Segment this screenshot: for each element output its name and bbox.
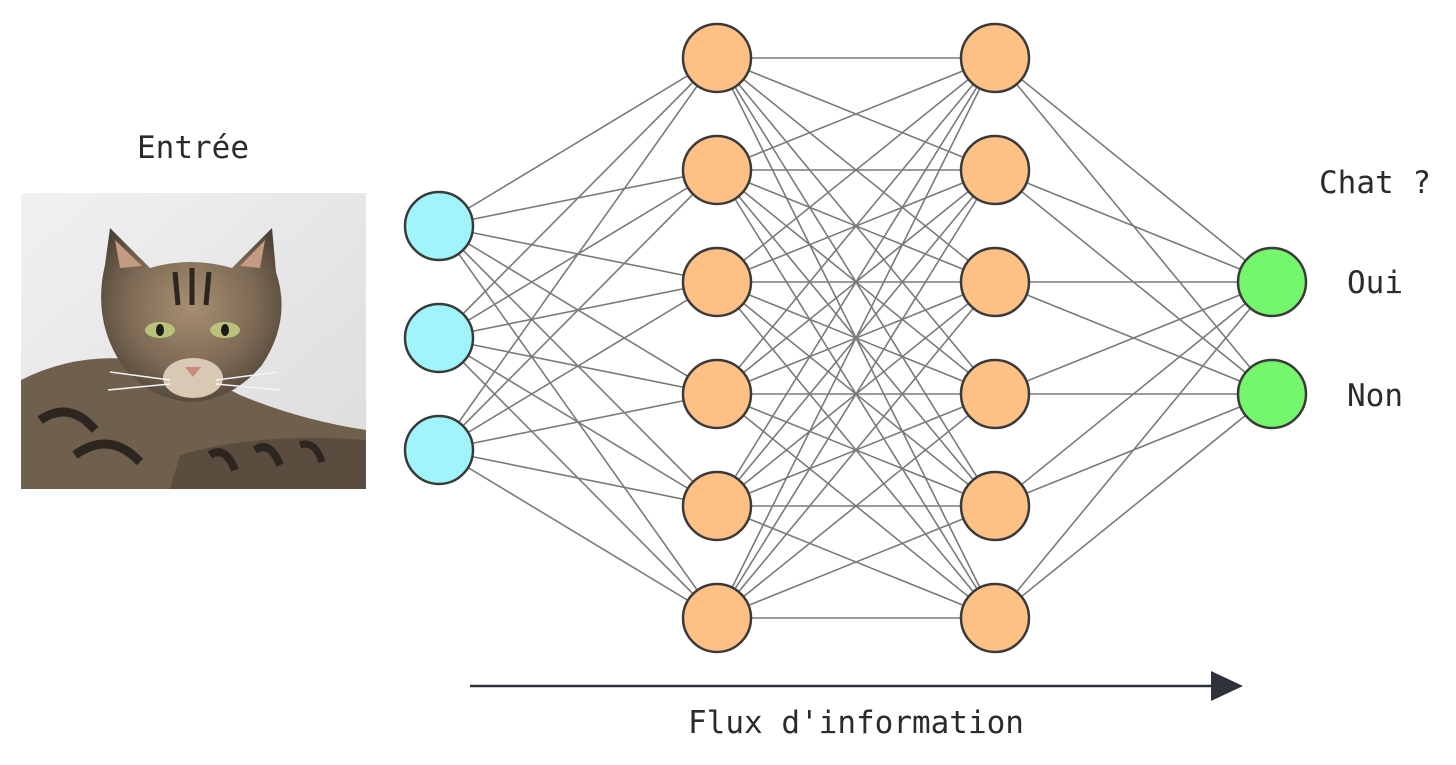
connection-hidden-1-4-to-hidden-2-1 [716, 57, 996, 395]
connection-hidden-2-5-to-output-1 [994, 281, 1273, 507]
connection-hidden-1-6-to-hidden-2-5 [716, 505, 996, 619]
connection-hidden-1-6-to-hidden-2-2 [716, 169, 996, 619]
flow-arrow [470, 671, 1243, 701]
neuron-output-2 [1236, 358, 1308, 430]
neuron-input-2 [403, 302, 475, 374]
connection-hidden-1-3-to-hidden-2-1 [716, 57, 996, 283]
connection-input-3-to-hidden-1-2 [438, 169, 718, 451]
connection-input-3-to-hidden-1-6 [438, 449, 718, 619]
connection-hidden-1-6-to-hidden-2-3 [716, 281, 996, 619]
connection-hidden-1-6-to-hidden-2-4 [716, 393, 996, 619]
connection-input-3-to-hidden-1-3 [438, 281, 718, 451]
connection-input-3-to-hidden-1-1 [438, 57, 718, 451]
neuron-hidden-1-6 [681, 582, 753, 654]
output-question: Chat ? [1319, 165, 1431, 201]
connection-input-1-to-hidden-1-1 [438, 57, 718, 227]
neuron-hidden-2-6 [959, 582, 1031, 654]
output-label-yes: Oui [1347, 265, 1403, 301]
neuron-hidden-2-1 [959, 22, 1031, 94]
connection-hidden-1-6-to-hidden-2-1 [716, 57, 996, 619]
connection-input-3-to-hidden-1-4 [438, 393, 718, 451]
connection-hidden-2-6-to-output-1 [994, 281, 1273, 619]
neuron-hidden-1-2 [681, 134, 753, 206]
neuron-hidden-2-2 [959, 134, 1031, 206]
neuron-hidden-2-4 [959, 358, 1031, 430]
connection-hidden-2-2-to-output-1 [994, 169, 1273, 283]
connection-hidden-2-4-to-output-1 [994, 281, 1273, 395]
neurons [403, 22, 1308, 654]
connection-input-3-to-hidden-1-5 [438, 449, 718, 507]
connection-hidden-1-5-to-hidden-2-1 [716, 57, 996, 507]
neuron-hidden-1-3 [681, 246, 753, 318]
connection-hidden-2-6-to-output-2 [994, 393, 1273, 619]
neuron-input-3 [403, 414, 475, 486]
flow-label: Flux d'information [688, 705, 1024, 741]
flow-arrow-head [1211, 671, 1243, 701]
output-label-no: Non [1347, 378, 1403, 414]
neuron-output-1 [1236, 246, 1308, 318]
connection-hidden-1-2-to-hidden-2-1 [716, 57, 996, 171]
connection-input-2-to-hidden-1-1 [438, 57, 718, 339]
neuron-hidden-2-5 [959, 470, 1031, 542]
input-title: Entrée [137, 130, 249, 166]
neuron-hidden-1-1 [681, 22, 753, 94]
neuron-hidden-2-3 [959, 246, 1031, 318]
neuron-hidden-1-5 [681, 470, 753, 542]
neuron-hidden-1-4 [681, 358, 753, 430]
connection-hidden-2-1-to-output-1 [994, 57, 1273, 283]
cat-photo [21, 193, 366, 489]
connections [438, 57, 1273, 619]
neuron-input-1 [403, 190, 475, 262]
